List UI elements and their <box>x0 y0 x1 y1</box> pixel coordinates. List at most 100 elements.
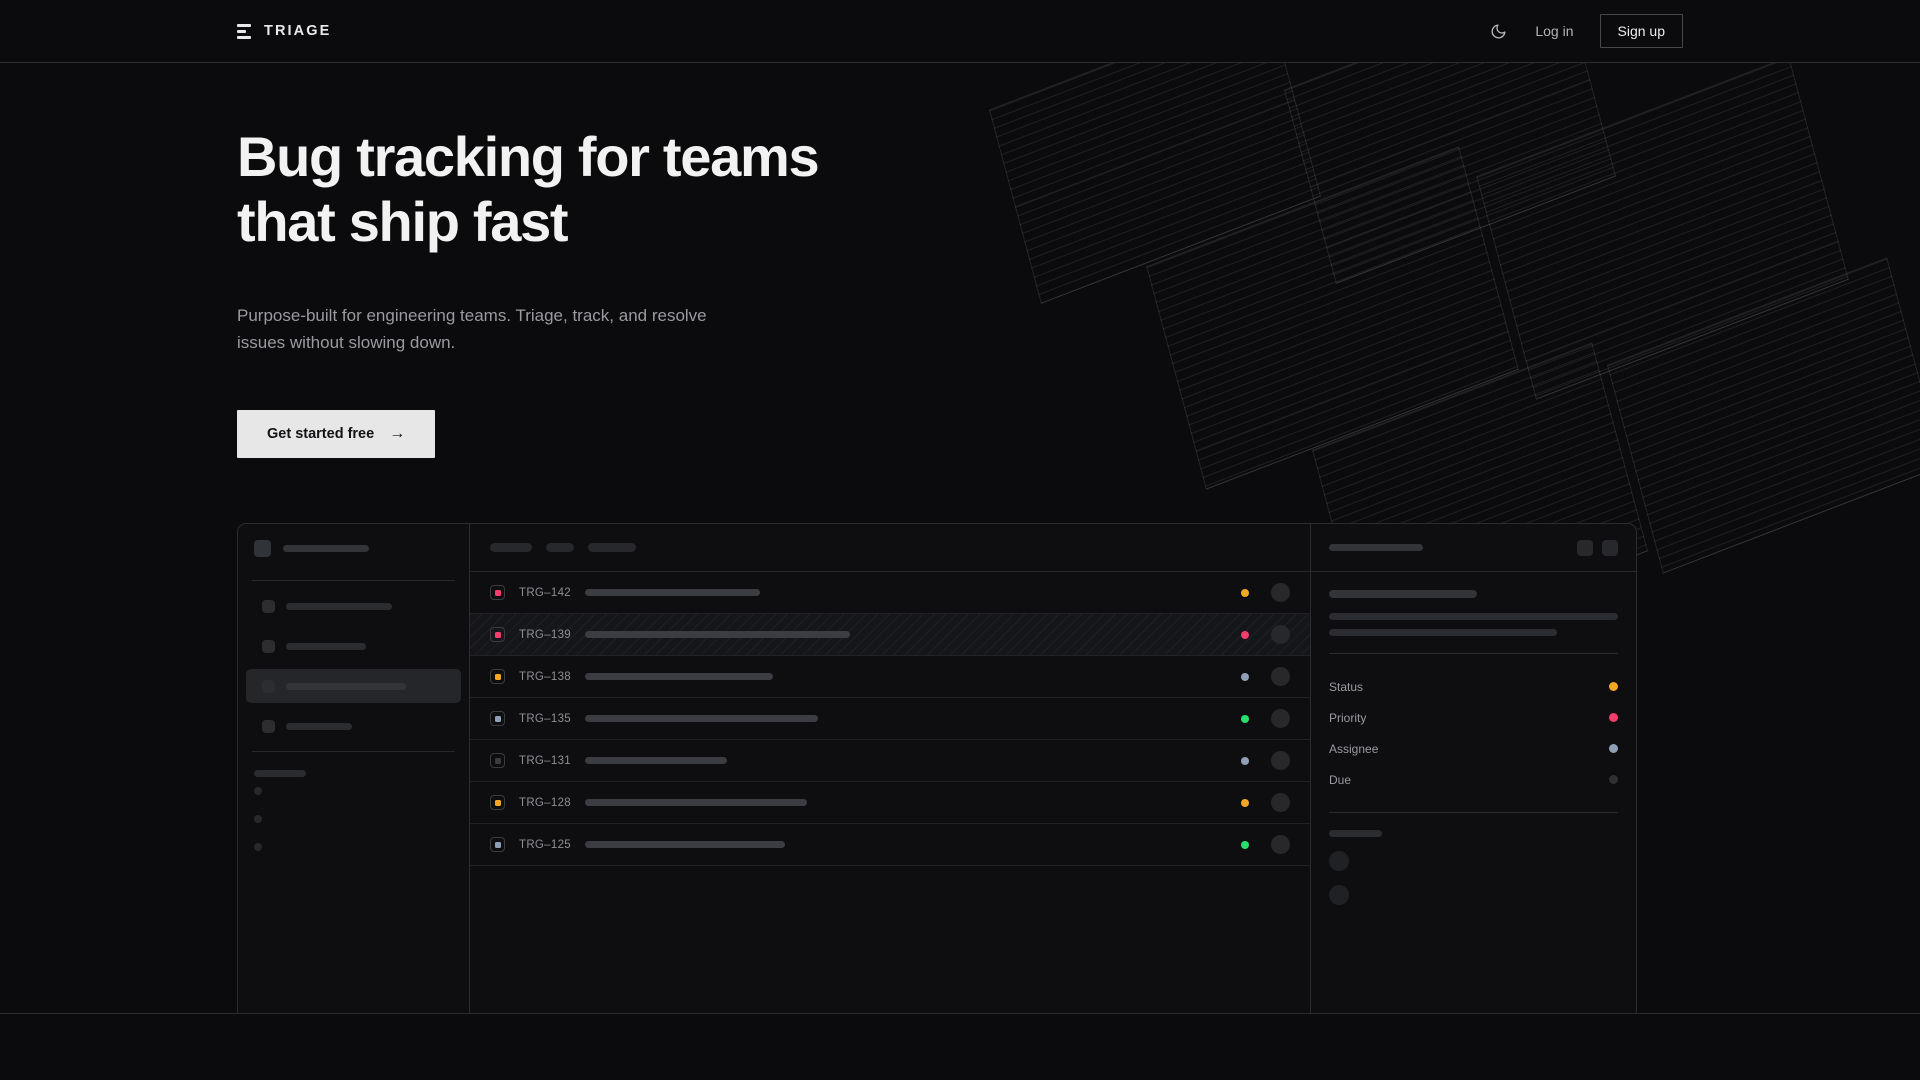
table-row[interactable]: TRG–139 <box>470 614 1310 656</box>
detail-meta-row[interactable]: Status <box>1329 671 1618 702</box>
issue-title-skeleton <box>585 631 850 638</box>
sidebar-item-2[interactable] <box>246 629 461 663</box>
signup-button[interactable]: Sign up <box>1599 14 1683 48</box>
detail-text-skeleton <box>1329 629 1558 636</box>
detail-title-skeleton <box>1329 544 1423 551</box>
table-row[interactable]: TRG–142 <box>470 572 1310 614</box>
table-row[interactable]: TRG–125 <box>470 824 1310 866</box>
meta-value-indicator <box>1609 682 1618 691</box>
decor-slab <box>1606 257 1920 574</box>
hero-section: Bug tracking for teams that ship fast Pu… <box>237 125 820 458</box>
headline-line-1: Bug tracking for teams <box>237 125 820 188</box>
detail-meta-row[interactable]: Assignee <box>1329 733 1618 764</box>
bullet-icon <box>254 815 262 823</box>
get-started-button[interactable]: Get started free → <box>237 409 436 458</box>
table-row[interactable]: TRG–138 <box>470 656 1310 698</box>
moon-icon[interactable] <box>1487 20 1509 42</box>
status-badge <box>1241 672 1249 681</box>
meta-label: Assignee <box>1329 741 1379 756</box>
sidebar-sub-item-1[interactable] <box>238 777 469 805</box>
avatar <box>1271 835 1290 854</box>
issue-type-badge <box>490 837 505 852</box>
meta-label: Priority <box>1329 710 1367 725</box>
bullet-icon <box>254 787 262 795</box>
issue-type-badge <box>490 795 505 810</box>
workspace-name-skeleton <box>283 544 369 552</box>
detail-text-skeleton <box>1329 613 1618 620</box>
issue-title-skeleton <box>585 757 727 764</box>
status-badge <box>1241 840 1249 849</box>
sidebar-item-4[interactable] <box>246 709 461 743</box>
top-navigation: TRIAGE Log in Sign up <box>0 0 1920 63</box>
issue-id: TRG–128 <box>519 796 571 809</box>
sidebar-item-icon <box>262 679 275 693</box>
sidebar-item-label-skeleton <box>286 642 366 650</box>
sidebar-item-icon <box>262 599 275 613</box>
avatar <box>1271 793 1290 812</box>
issue-id: TRG–125 <box>519 838 571 851</box>
sidebar-item-1[interactable] <box>246 589 461 623</box>
bullet-icon <box>254 843 262 851</box>
issue-id: TRG–139 <box>519 628 571 641</box>
detail-action-icon-2[interactable] <box>1602 539 1618 556</box>
avatar <box>1271 667 1290 686</box>
sidebar-sub-item-3[interactable] <box>238 833 469 861</box>
issue-type-badge <box>490 711 505 726</box>
detail-meta-row[interactable]: Priority <box>1329 702 1618 733</box>
workspace-switcher[interactable] <box>238 524 469 572</box>
decor-slab <box>1146 146 1519 490</box>
meta-value-indicator <box>1609 744 1618 753</box>
comment-avatar <box>1329 851 1349 871</box>
brand-logo[interactable]: TRIAGE <box>237 23 331 39</box>
comment-avatar <box>1329 885 1349 905</box>
login-link[interactable]: Log in <box>1535 23 1574 39</box>
filter-chip[interactable] <box>490 543 532 552</box>
detail-meta-row[interactable]: Due <box>1329 764 1618 795</box>
sidebar-item-3-active[interactable] <box>246 669 461 703</box>
sidebar-item-icon <box>262 639 275 653</box>
detail-heading-skeleton <box>1329 590 1477 598</box>
table-row[interactable]: TRG–128 <box>470 782 1310 824</box>
sidebar-divider <box>252 751 455 752</box>
issue-type-badge <box>490 585 505 600</box>
issue-id: TRG–131 <box>519 754 571 767</box>
avatar <box>1271 625 1290 644</box>
filter-chip[interactable] <box>546 543 574 552</box>
workspace-avatar <box>254 539 271 557</box>
issue-title-skeleton <box>585 673 773 680</box>
decor-slab <box>1283 63 1617 284</box>
decor-slab <box>1476 63 1849 400</box>
avatar <box>1271 583 1290 602</box>
issue-type-badge <box>490 669 505 684</box>
detail-divider <box>1329 653 1618 654</box>
status-badge <box>1241 588 1249 597</box>
issue-id: TRG–138 <box>519 670 571 683</box>
table-row[interactable]: TRG–135 <box>470 698 1310 740</box>
footer-divider <box>0 1013 1920 1014</box>
sidebar-section-header <box>238 760 469 777</box>
issue-title-skeleton <box>585 799 807 806</box>
meta-label: Due <box>1329 772 1352 787</box>
avatar <box>1271 751 1290 770</box>
status-badge <box>1241 630 1249 639</box>
list-toolbar <box>470 524 1310 572</box>
table-row[interactable]: TRG–131 <box>470 740 1310 782</box>
sidebar-item-icon <box>262 719 275 733</box>
detail-action-icon-1[interactable] <box>1577 539 1593 556</box>
meta-label: Status <box>1329 679 1364 694</box>
sidebar-sub-item-2[interactable] <box>238 805 469 833</box>
headline-line-2: that ship fast <box>237 189 569 253</box>
comments-label-skeleton <box>1329 830 1382 837</box>
issue-title-skeleton <box>585 589 760 596</box>
status-badge <box>1241 714 1249 723</box>
sidebar-divider <box>252 580 455 581</box>
status-badge <box>1241 756 1249 765</box>
filter-chip[interactable] <box>588 543 636 552</box>
issue-title-skeleton <box>585 841 785 848</box>
issue-id: TRG–135 <box>519 712 571 725</box>
